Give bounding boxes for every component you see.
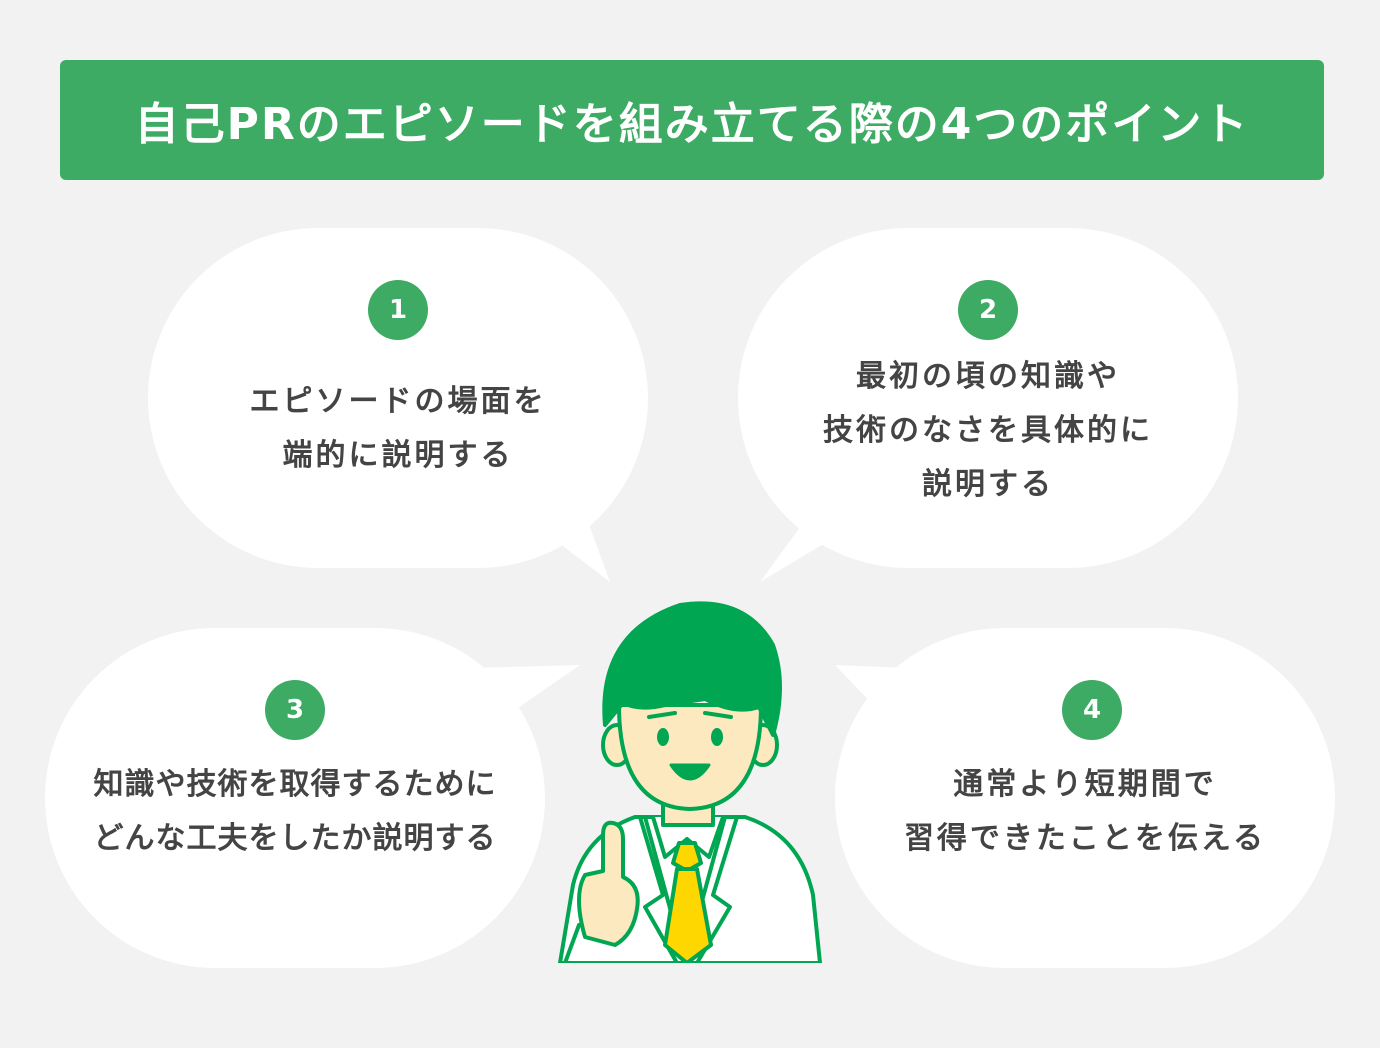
point-4-line-1: 通常より短期間で: [953, 767, 1217, 802]
page-title: 自己PRのエピソードを組み立てる際の4つのポイント: [134, 99, 1250, 150]
point-2-line-2: 技術のなさを具体的に: [823, 413, 1153, 448]
point-3-line-1: 知識や技術を取得するために: [93, 767, 497, 802]
point-3-number-badge: 3: [265, 680, 325, 740]
point-3-line-2: どんな工夫をしたか説明する: [93, 821, 497, 856]
point-3-text: 知識や技術を取得するために どんな工夫をしたか説明する: [45, 758, 545, 866]
speech-bubble-2: [738, 228, 1238, 582]
point-4-line-2: 習得できたことを伝える: [903, 821, 1267, 856]
point-2-number-badge: 2: [958, 280, 1018, 340]
speech-bubble-1: [148, 228, 648, 582]
point-4-text: 通常より短期間で 習得できたことを伝える: [835, 758, 1335, 866]
speech-bubble-4: [835, 628, 1335, 968]
point-1-line-1: エピソードの場面を: [249, 384, 547, 419]
point-2-text: 最初の頃の知識や 技術のなさを具体的に 説明する: [738, 350, 1238, 512]
speech-bubble-3: [45, 628, 580, 968]
point-2-line-3: 説明する: [922, 467, 1054, 502]
point-1-text: エピソードの場面を 端的に説明する: [148, 375, 648, 483]
point-4-number-badge: 4: [1062, 680, 1122, 740]
point-1-number-badge: 1: [368, 280, 428, 340]
point-1-line-2: 端的に説明する: [282, 438, 514, 473]
point-2-line-1: 最初の頃の知識や: [856, 359, 1120, 394]
title-banner: 自己PRのエピソードを組み立てる際の4つのポイント: [60, 60, 1324, 180]
businessman-pointing-up-icon: [558, 601, 822, 963]
